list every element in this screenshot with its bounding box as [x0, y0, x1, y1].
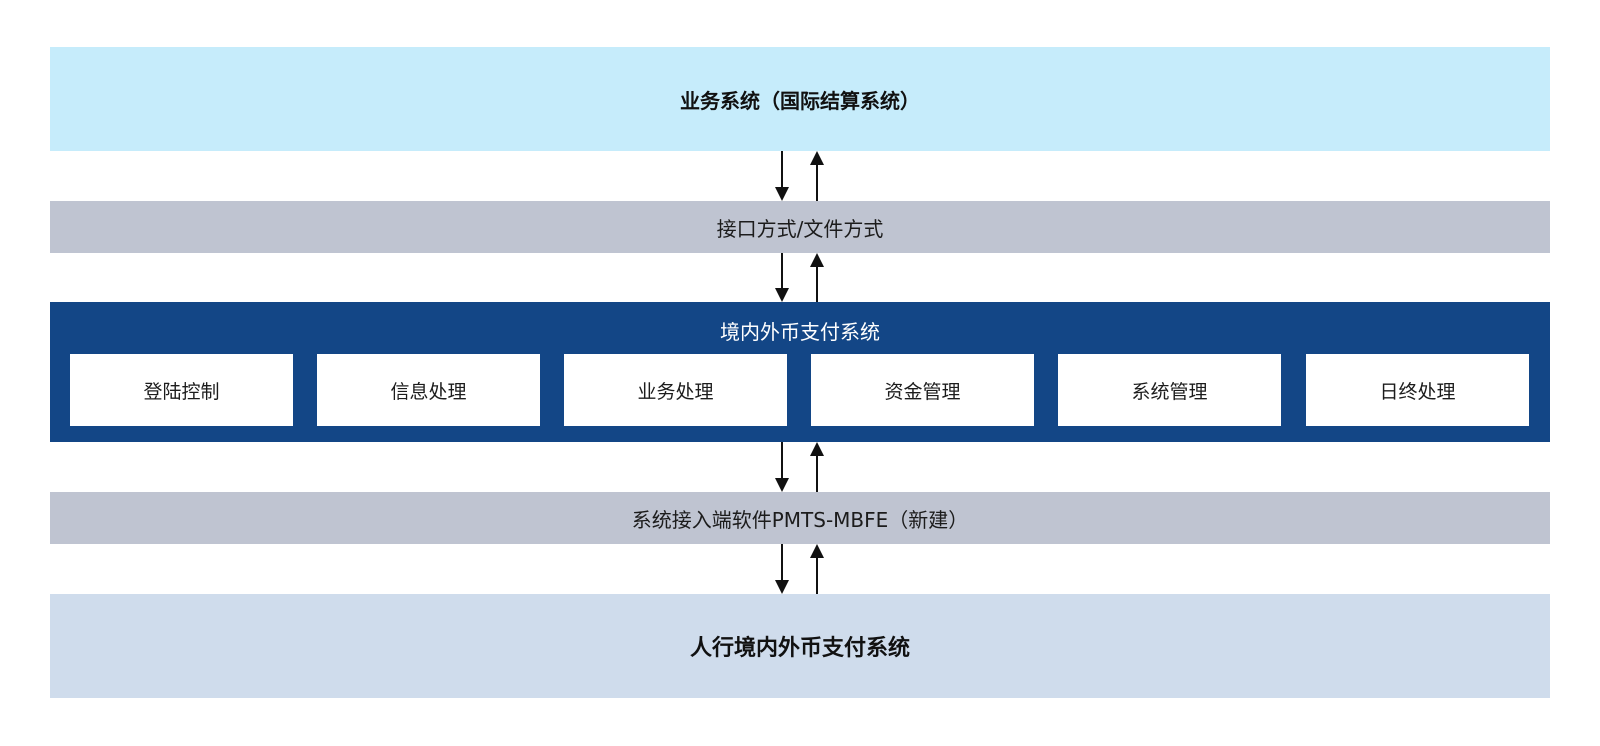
module-information-processing: 信息处理: [317, 354, 540, 426]
core-system-title: 境内外币支付系统: [720, 320, 880, 344]
down-arrow-icon: [775, 253, 789, 302]
interface-layer-label: 接口方式/文件方式: [716, 216, 884, 241]
module-label: 日终处理: [1379, 380, 1456, 403]
access-software-band: 系统接入端软件PMTS-MBFE（新建）: [50, 492, 1550, 544]
business-system-label: 业务系统（国际结算系统）: [680, 88, 920, 113]
up-arrow-icon: [810, 442, 824, 492]
pboc-system-label: 人行境内外币支付系统: [689, 636, 910, 661]
interface-layer-band: 接口方式/文件方式: [50, 201, 1550, 253]
module-system-management: 系统管理: [1058, 354, 1281, 426]
module-login-control: 登陆控制: [70, 354, 293, 426]
module-end-of-day-processing: 日终处理: [1306, 354, 1529, 426]
down-arrow-icon: [775, 151, 789, 201]
module-label: 信息处理: [390, 380, 467, 403]
up-arrow-icon: [810, 253, 824, 302]
business-system-band: 业务系统（国际结算系统）: [50, 47, 1550, 151]
up-arrow-icon: [810, 151, 824, 201]
down-arrow-icon: [775, 442, 789, 492]
core-payment-system-band: 境内外币支付系统 登陆控制 信息处理 业务处理 资金管理 系统管理 日终处理: [50, 302, 1550, 442]
access-software-label: 系统接入端软件PMTS-MBFE（新建）: [631, 507, 969, 532]
up-arrow-icon: [810, 544, 824, 594]
module-business-processing: 业务处理: [564, 354, 787, 426]
module-label: 登陆控制: [143, 380, 220, 403]
pboc-payment-system-band: 人行境内外币支付系统: [50, 594, 1550, 698]
module-fund-management: 资金管理: [811, 354, 1034, 426]
module-label: 资金管理: [884, 380, 961, 403]
down-arrow-icon: [775, 544, 789, 594]
module-label: 系统管理: [1131, 380, 1208, 403]
module-label: 业务处理: [637, 380, 714, 403]
